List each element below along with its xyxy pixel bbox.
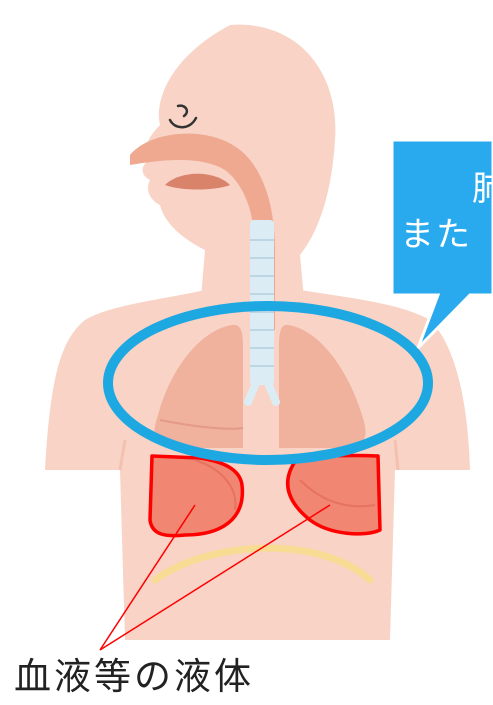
left-effusion	[150, 456, 242, 536]
callout-line2: また	[392, 212, 493, 258]
fluid-label: 血液等の液体	[14, 654, 254, 700]
callout-line1: 肺	[392, 166, 493, 212]
callout-text: 肺 また	[392, 166, 493, 286]
